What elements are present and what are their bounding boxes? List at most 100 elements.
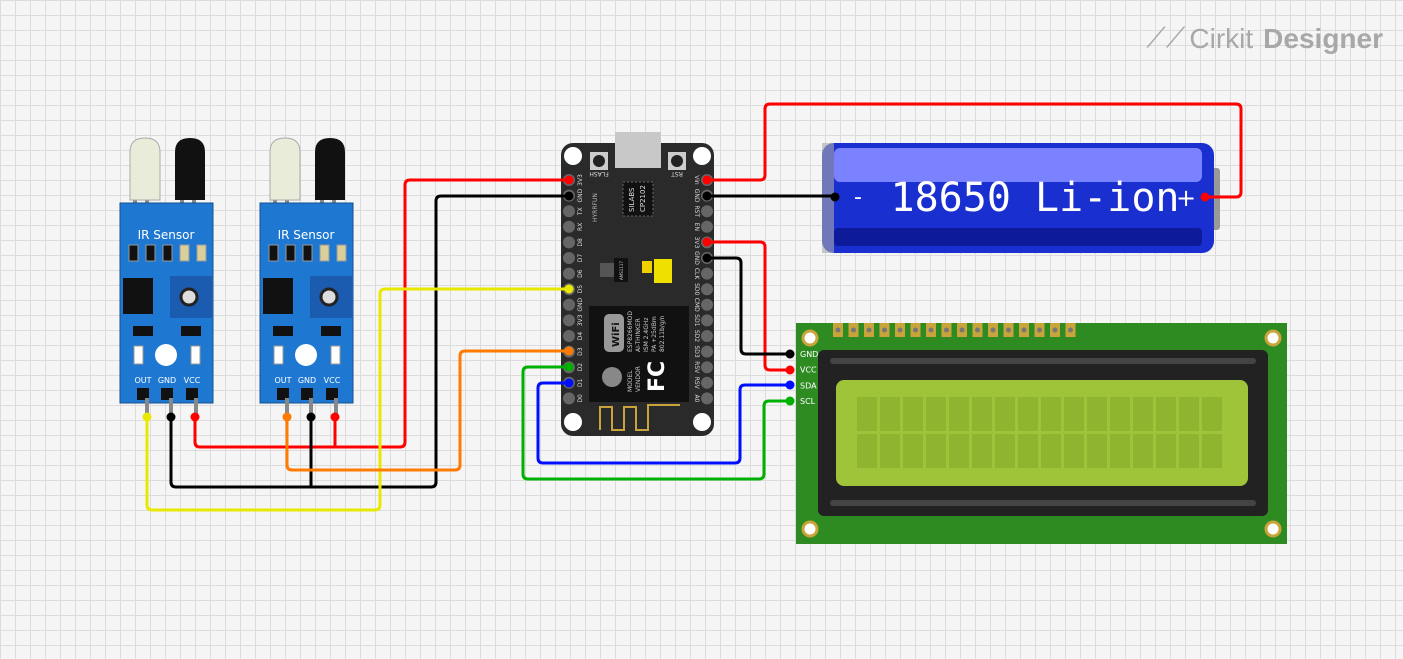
ir-pin-gnd[interactable] — [169, 398, 173, 418]
wire-endpoint[interactable] — [830, 192, 840, 202]
ir-pin-out[interactable] — [285, 398, 289, 418]
esp-pin-sd3[interactable] — [701, 345, 713, 358]
wire-endpoint[interactable] — [702, 253, 712, 263]
lcd-char-cell — [903, 397, 923, 431]
lcd-pin-label-vcc: VCC — [800, 366, 817, 375]
lcd-char-cell — [926, 397, 946, 431]
lcd-char-cell — [1133, 434, 1153, 468]
chip-label: CP2102 — [639, 185, 647, 212]
esp-pin-rsv[interactable] — [701, 361, 713, 374]
wire-d1-sda[interactable] — [536, 381, 790, 465]
wire-endpoint[interactable] — [785, 365, 795, 375]
wire-endpoint[interactable] — [702, 191, 712, 201]
esp-pin-tx[interactable] — [563, 205, 575, 218]
lcd-pin-label-gnd: GND — [800, 350, 818, 359]
fc-logo: FC — [645, 361, 670, 392]
esp-pin-label: EN — [693, 223, 700, 231]
lcd-char-cell — [972, 397, 992, 431]
wire-endpoint[interactable] — [702, 175, 712, 185]
wire-endpoint[interactable] — [330, 412, 340, 422]
ir-pin-vcc[interactable] — [194, 398, 198, 418]
esp-pin-clk[interactable] — [701, 267, 713, 280]
wifi-logo: WiFi — [611, 322, 622, 347]
wire-gnd-lcd-gnd[interactable] — [707, 256, 790, 356]
esp-pin-d8[interactable] — [563, 236, 575, 249]
esp-pin-rst[interactable] — [701, 205, 713, 218]
lcd-char-cell — [1110, 397, 1130, 431]
esp-pin-label: GND — [577, 188, 584, 202]
ir-pin-label-out: OUT — [274, 376, 291, 385]
esp-pin-label: GND — [693, 251, 700, 265]
lcd-char-cell — [857, 434, 877, 468]
esp-pin-rsv[interactable] — [701, 376, 713, 389]
esp-pin-label: D1 — [577, 378, 584, 387]
ir-pin-gnd[interactable] — [309, 398, 313, 418]
esp-pin-gnd[interactable] — [563, 298, 575, 311]
esp-pin-label: RX — [577, 223, 584, 231]
esp-pin-rx[interactable] — [563, 220, 575, 233]
lcd-char-cell — [949, 434, 969, 468]
module-text: VENDOR — [635, 366, 642, 392]
esp8266-nodemcu-board[interactable]: FLASH RST SILABS CP2102 HYRRFUN AMS1117 … — [561, 132, 714, 436]
wire-endpoint[interactable] — [564, 284, 574, 294]
wire-endpoint[interactable] — [564, 191, 574, 201]
wire-d3-ir2-out[interactable] — [285, 349, 569, 472]
lcd-char-cell — [1179, 434, 1199, 468]
esp-pin-sd1[interactable] — [701, 314, 713, 327]
battery-18650[interactable]: - 18650 Li-ion + — [822, 143, 1220, 253]
wire-d5-ir1-out[interactable] — [145, 287, 569, 512]
esp-pin-label: D2 — [577, 363, 584, 372]
lcd-char-cell — [1064, 434, 1084, 468]
esp-pin-d4[interactable] — [563, 330, 575, 342]
lcd-screen — [836, 380, 1248, 486]
esp-pin-cmd[interactable] — [701, 298, 713, 311]
wire-endpoint[interactable] — [282, 412, 292, 422]
wire-endpoint[interactable] — [306, 412, 316, 422]
battery-plus-label: + — [1176, 184, 1196, 212]
esp-pin-sd2[interactable] — [701, 330, 713, 342]
esp-pin-d6[interactable] — [563, 267, 575, 280]
wire-endpoint[interactable] — [190, 412, 200, 422]
battery-minus-label: - — [854, 185, 862, 210]
esp-pin-label: D8 — [577, 238, 584, 247]
wire-endpoint[interactable] — [166, 412, 176, 422]
wire-endpoint[interactable] — [1200, 192, 1210, 202]
module-text: ESP8266MOD — [627, 311, 634, 352]
esp-pin-a0[interactable] — [701, 392, 713, 405]
esp-pin-sd0[interactable] — [701, 283, 713, 296]
cp2102-chip — [622, 181, 654, 217]
circuit-logo-icon: ⟋⟋ — [1146, 22, 1186, 53]
wire-endpoint[interactable] — [785, 380, 795, 390]
lcd-char-cell — [1041, 434, 1061, 468]
wire-endpoint[interactable] — [785, 396, 795, 406]
lcd-char-cell — [1087, 434, 1107, 468]
wire-endpoint[interactable] — [564, 362, 574, 372]
wire-3v3-ir-vcc[interactable] — [193, 178, 569, 449]
esp-pin-d7[interactable] — [563, 252, 575, 264]
wire-gnd-ir-gnd[interactable] — [169, 194, 569, 489]
ir-pin-vcc[interactable] — [334, 398, 338, 418]
wire-endpoint[interactable] — [785, 349, 795, 359]
esp-pin-d0[interactable] — [563, 392, 575, 405]
esp-pin-en[interactable] — [701, 220, 713, 233]
wire-endpoint[interactable] — [564, 378, 574, 388]
usb-port — [615, 132, 661, 168]
wire-endpoint[interactable] — [564, 175, 574, 185]
module-text: PA +25dBm — [651, 316, 658, 352]
esp-pin-3v3[interactable] — [563, 314, 575, 327]
wire-vin-battery-plus[interactable] — [707, 102, 1243, 199]
lcd-char-cell — [1156, 434, 1176, 468]
esp-pin-label: RST — [693, 205, 700, 217]
esp-pin-label: D5 — [577, 285, 584, 294]
wire-d2-scl[interactable] — [521, 365, 790, 481]
ir-pin-out[interactable] — [145, 398, 149, 418]
esp-pin-label: SD1 — [693, 314, 700, 326]
wire-endpoint[interactable] — [564, 346, 574, 356]
wire-endpoint[interactable] — [142, 412, 152, 422]
wire-endpoint[interactable] — [702, 237, 712, 247]
wire-3v3-lcd-vcc[interactable] — [707, 240, 790, 372]
